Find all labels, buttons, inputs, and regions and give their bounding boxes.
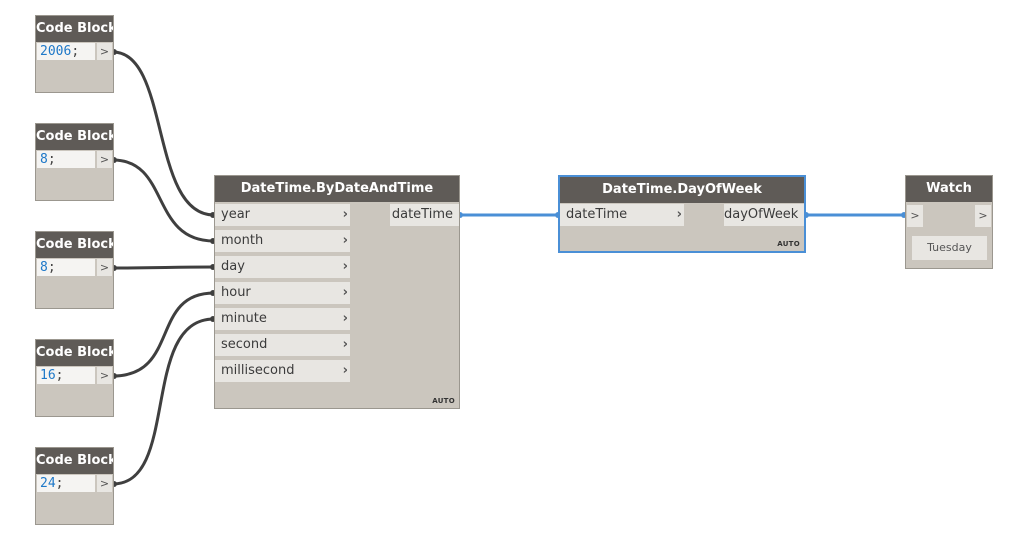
output-port[interactable]: > (97, 367, 112, 384)
port-label: day (221, 259, 245, 274)
watch-node[interactable]: Watch > > Tuesday (906, 176, 992, 268)
port-label: year (221, 207, 251, 222)
code-block-node[interactable]: Code Block 8; > (36, 232, 113, 308)
port-label: second (221, 337, 268, 352)
node-title: DateTime.ByDateAndTime (215, 176, 459, 202)
input-port-month[interactable]: month › (215, 230, 350, 252)
code-block-node[interactable]: Code Block 16; > (36, 340, 113, 416)
code-value: 16 (40, 368, 56, 383)
lacing-badge: AUTO (432, 397, 455, 405)
node-title: Code Block (36, 448, 113, 474)
chevron-right-icon: › (342, 233, 348, 248)
input-port-second[interactable]: second › (215, 334, 350, 356)
code-block-node[interactable]: Code Block 24; > (36, 448, 113, 524)
code-input[interactable]: 24; (37, 475, 95, 492)
datetime-dayofweek-node[interactable]: DateTime.DayOfWeek dateTime › dayOfWeek A… (560, 177, 804, 251)
code-block-node[interactable]: Code Block 2006; > (36, 16, 113, 92)
chevron-right-icon: › (676, 207, 682, 222)
code-value: 24 (40, 476, 56, 491)
node-title: Code Block (36, 124, 113, 150)
code-semicolon: ; (47, 260, 56, 275)
output-port[interactable]: > (975, 205, 991, 227)
lacing-badge: AUTO (777, 240, 800, 248)
input-port[interactable]: > (907, 205, 923, 227)
code-input[interactable]: 8; (37, 259, 95, 276)
input-port-minute[interactable]: minute › (215, 308, 350, 330)
chevron-right-icon: › (342, 259, 348, 274)
wire-minute[interactable] (112, 317, 215, 486)
port-label: month (221, 233, 264, 248)
chevron-right-icon: › (342, 363, 348, 378)
port-label: dateTime (566, 207, 628, 222)
code-semicolon: ; (55, 476, 64, 491)
wire-year[interactable] (112, 50, 215, 217)
output-port-dayofweek[interactable]: dayOfWeek (724, 204, 804, 226)
port-label: minute (221, 311, 267, 326)
code-input[interactable]: 16; (37, 367, 95, 384)
datetime-bydateandtime-node[interactable]: DateTime.ByDateAndTime year › month › day ›… (215, 176, 459, 408)
code-block-node[interactable]: Code Block 8; > (36, 124, 113, 200)
output-port[interactable]: > (97, 43, 112, 60)
wire-day[interactable] (112, 265, 215, 270)
node-title: Code Block (36, 16, 113, 42)
watch-value: Tuesday (912, 236, 987, 260)
port-label: millisecond (221, 363, 295, 378)
node-title: Code Block (36, 340, 113, 366)
code-semicolon: ; (55, 368, 64, 383)
input-port-millisecond[interactable]: millisecond › (215, 360, 350, 382)
output-port-datetime[interactable]: dateTime (390, 204, 459, 226)
input-port-hour[interactable]: hour › (215, 282, 350, 304)
code-value: 8 (40, 260, 48, 275)
code-value: 2006 (40, 44, 72, 59)
port-label: hour (221, 285, 251, 300)
node-title: Watch (906, 176, 992, 202)
output-port[interactable]: > (97, 259, 112, 276)
input-port-day[interactable]: day › (215, 256, 350, 278)
chevron-right-icon: › (342, 207, 348, 222)
node-title: DateTime.DayOfWeek (560, 177, 804, 203)
output-port[interactable]: > (97, 151, 112, 168)
output-port[interactable]: > (97, 475, 112, 492)
wire-month[interactable] (112, 158, 215, 243)
code-input[interactable]: 8; (37, 151, 95, 168)
code-input[interactable]: 2006; (37, 43, 95, 60)
code-semicolon: ; (47, 152, 56, 167)
chevron-right-icon: › (342, 311, 348, 326)
chevron-right-icon: › (342, 337, 348, 352)
wire-hour[interactable] (112, 291, 215, 378)
chevron-right-icon: › (342, 285, 348, 300)
node-title: Code Block (36, 232, 113, 258)
code-value: 8 (40, 152, 48, 167)
input-port-year[interactable]: year › (215, 204, 350, 226)
input-port-datetime[interactable]: dateTime › (560, 204, 684, 226)
code-semicolon: ; (71, 44, 80, 59)
